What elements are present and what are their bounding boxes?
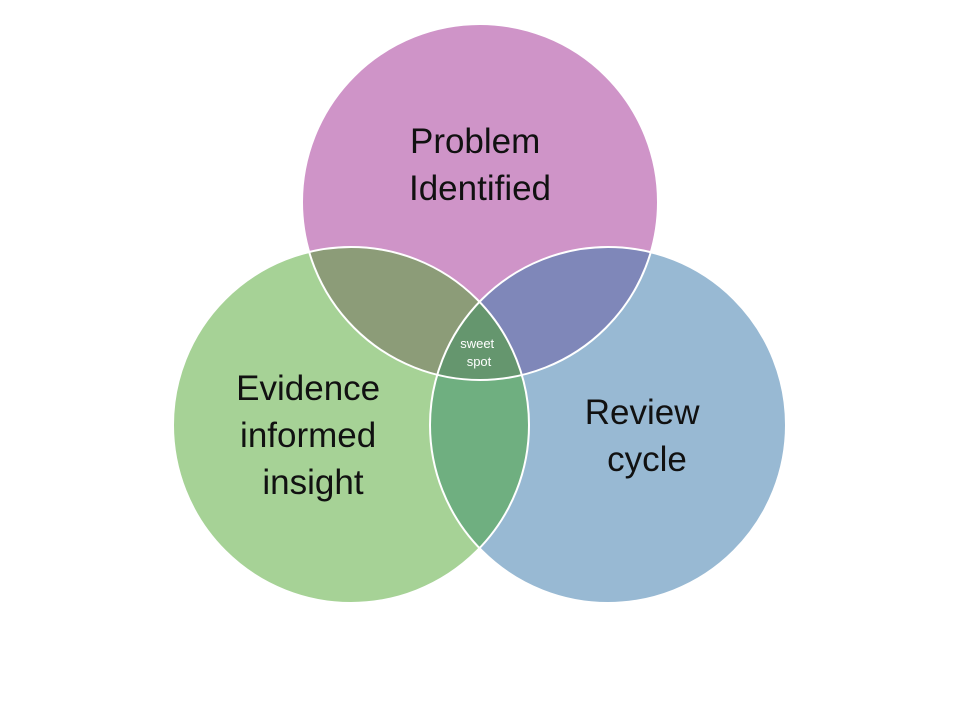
label-problem-identified: Problem Identified xyxy=(409,122,551,208)
label-review-cycle: Review cycle xyxy=(585,393,710,479)
overlap-problem-review xyxy=(430,247,658,380)
label-sweet-spot: sweet spot xyxy=(460,336,498,369)
circle-outlines xyxy=(172,23,787,604)
overlap-problem-evidence xyxy=(302,247,529,380)
label-evidence-informed-insight: Evidence informed insight xyxy=(236,369,390,502)
